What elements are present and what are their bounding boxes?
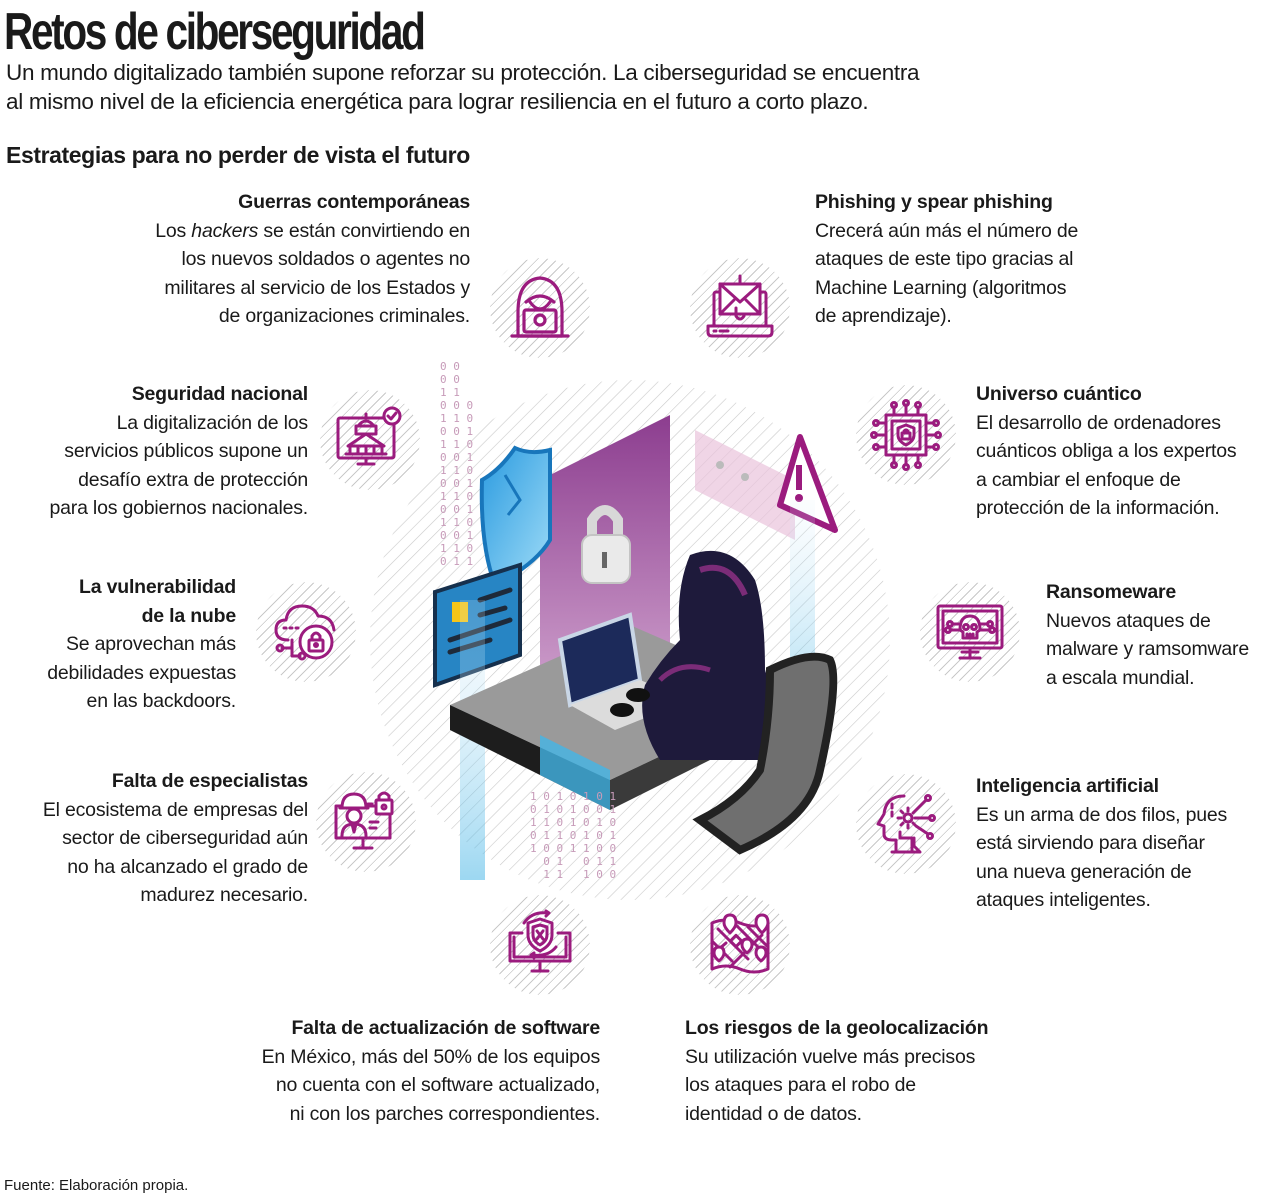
item-body: Su utilización vuelve más precisos los a… <box>685 1045 976 1125</box>
subtitle-line-2: al mismo nivel de la eficiencia energéti… <box>6 89 869 114</box>
item-heading: Los riesgos de la geolocalización <box>685 1017 989 1039</box>
item-heading: Inteligencia artificial <box>976 775 1159 797</box>
item-body: Los hackers se están convirtiendo en los… <box>155 219 470 328</box>
item-heading: Guerras contemporáneas <box>238 191 470 213</box>
item-body: Nuevos ataques de malware y ramsomware a… <box>1046 609 1249 689</box>
source-note: Fuente: Elaboración propia. <box>4 1177 189 1194</box>
item-geolocalizacion: Los riesgos de la geolocalización Su uti… <box>685 1014 1045 1128</box>
item-falta-actualizacion: Falta de actualización de software En Mé… <box>200 1014 601 1128</box>
item-body: Crecerá aún más el número de ataques de … <box>815 219 1079 328</box>
section-title: Estrategias para no perder de vista el f… <box>6 142 470 168</box>
item-body: Se aprovechan más debilidades expuestas … <box>47 633 236 712</box>
item-ransomeware: Ransomeware Nuevos ataques de malware y … <box>1046 578 1280 692</box>
item-heading: Seguridad nacional <box>131 383 308 405</box>
item-guerras-contemporaneas: Guerras contemporáneas Los hackers se es… <box>50 188 470 331</box>
item-body: El desarrollo de ordenadores cuánticos o… <box>976 411 1237 520</box>
monitor-skull-icon <box>920 582 1020 682</box>
ai-head-gear-icon <box>856 774 956 874</box>
item-body: Es un arma de dos filos, pues está sirvi… <box>976 803 1228 912</box>
hacker-at-desk-illustration: 0 0 0 0 1 1 0 0 0 1 1 0 0 0 1 1 1 0 0 0 … <box>360 340 900 910</box>
item-heading: Phishing y spear phishing <box>815 191 1053 213</box>
item-heading: Falta de actualización de software <box>291 1017 600 1039</box>
map-pins-icon <box>690 895 790 995</box>
item-vulnerabilidad-nube: La vulnerabilidad de la nube Se aprovech… <box>6 573 236 716</box>
item-falta-especialistas: Falta de especialistas El ecosistema de … <box>0 767 308 910</box>
item-heading: La vulnerabilidad de la nube <box>79 576 236 627</box>
monitor-shield-update-icon <box>490 895 590 995</box>
government-building-monitor-icon <box>320 390 420 490</box>
item-body: El ecosistema de empresas del sector de … <box>42 798 308 907</box>
item-heading: Universo cuántico <box>976 383 1142 405</box>
page-title: Retos de ciberseguridad <box>4 3 426 61</box>
cloud-lock-icon <box>256 582 356 682</box>
phishing-email-laptop-icon <box>690 258 790 358</box>
item-body: En México, más del 50% de los equipos no… <box>261 1045 601 1125</box>
chip-shield-lock-icon <box>856 385 956 485</box>
binary-stream-left: 0 0 0 0 1 1 0 0 0 1 1 0 0 0 1 1 1 0 0 0 … <box>440 360 474 568</box>
binary-stream-bottom: 1 0 1 0 1 0 1 0 1 0 1 0 0 1 1 1 0 1 0 1 … <box>530 790 617 881</box>
subtitle: Un mundo digitalizado también supone ref… <box>6 58 1106 116</box>
item-seguridad-nacional: Seguridad nacional La digitalización de … <box>8 380 308 523</box>
item-universo-cuantico: Universo cuántico El desarrollo de orden… <box>976 380 1276 523</box>
item-inteligencia-artificial: Inteligencia artificial Es un arma de do… <box>976 772 1276 915</box>
engineer-monitor-lock-icon <box>316 772 416 872</box>
item-phishing: Phishing y spear phishing Crecerá aún má… <box>815 188 1135 331</box>
subtitle-line-1: Un mundo digitalizado también supone ref… <box>6 60 920 85</box>
item-heading: Ransomeware <box>1046 581 1177 603</box>
item-heading: Falta de especialistas <box>111 770 308 792</box>
item-body: La digitalización de los servicios públi… <box>49 411 308 520</box>
hooded-hacker-laptop-icon <box>490 258 590 358</box>
